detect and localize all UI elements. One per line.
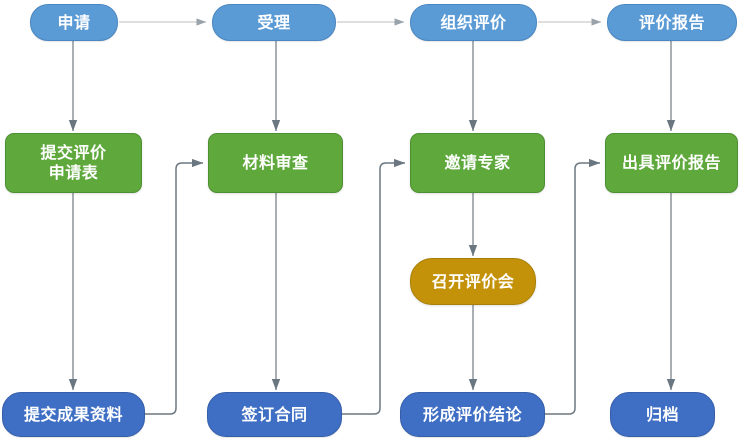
task-node-material-review-label: 材料审查 <box>242 153 309 173</box>
output-node-submit-results-label: 提交成果资料 <box>23 404 123 424</box>
meeting-node-hold-eval[interactable]: 召开评价会 <box>410 258 536 305</box>
stage-node-organize-eval[interactable]: 组织评价 <box>410 4 537 41</box>
task-node-submit-form-label: 提交评价 申请表 <box>40 143 107 182</box>
stage-node-apply-label: 申请 <box>57 12 91 32</box>
output-node-form-conclusion[interactable]: 形成评价结论 <box>400 392 545 437</box>
output-node-archive[interactable]: 归档 <box>610 392 715 437</box>
conn-submit-results-to-material-review <box>145 158 204 415</box>
output-node-sign-contract-label: 签订合同 <box>241 404 308 424</box>
output-node-submit-results[interactable]: 提交成果资料 <box>2 392 145 437</box>
task-node-issue-report-label: 出具评价报告 <box>621 153 721 173</box>
stage-node-eval-report[interactable]: 评价报告 <box>607 4 737 41</box>
task-node-issue-report[interactable]: 出具评价报告 <box>605 133 738 193</box>
stage-node-accept-label: 受理 <box>257 12 291 32</box>
conn-sign-contract-to-invite-experts <box>342 158 406 415</box>
stage-node-organize-eval-label: 组织评价 <box>440 12 507 32</box>
stage-node-apply[interactable]: 申请 <box>30 4 118 41</box>
meeting-node-hold-eval-label: 召开评价会 <box>431 271 515 291</box>
conn-conclusion-to-issue-report <box>545 158 601 415</box>
stage-node-accept[interactable]: 受理 <box>212 4 336 41</box>
task-node-invite-experts[interactable]: 邀请专家 <box>410 133 545 193</box>
stage-to-task-arrows <box>68 41 676 132</box>
task-node-invite-experts-label: 邀请专家 <box>444 153 511 173</box>
task-to-output-arrows <box>68 193 676 391</box>
task-node-material-review[interactable]: 材料审查 <box>208 133 343 193</box>
stage-node-eval-report-label: 评价报告 <box>638 12 705 32</box>
output-node-form-conclusion-label: 形成评价结论 <box>422 404 522 424</box>
output-node-sign-contract[interactable]: 签订合同 <box>207 392 342 437</box>
output-node-archive-label: 归档 <box>645 404 679 424</box>
task-node-submit-form[interactable]: 提交评价 申请表 <box>5 133 142 193</box>
